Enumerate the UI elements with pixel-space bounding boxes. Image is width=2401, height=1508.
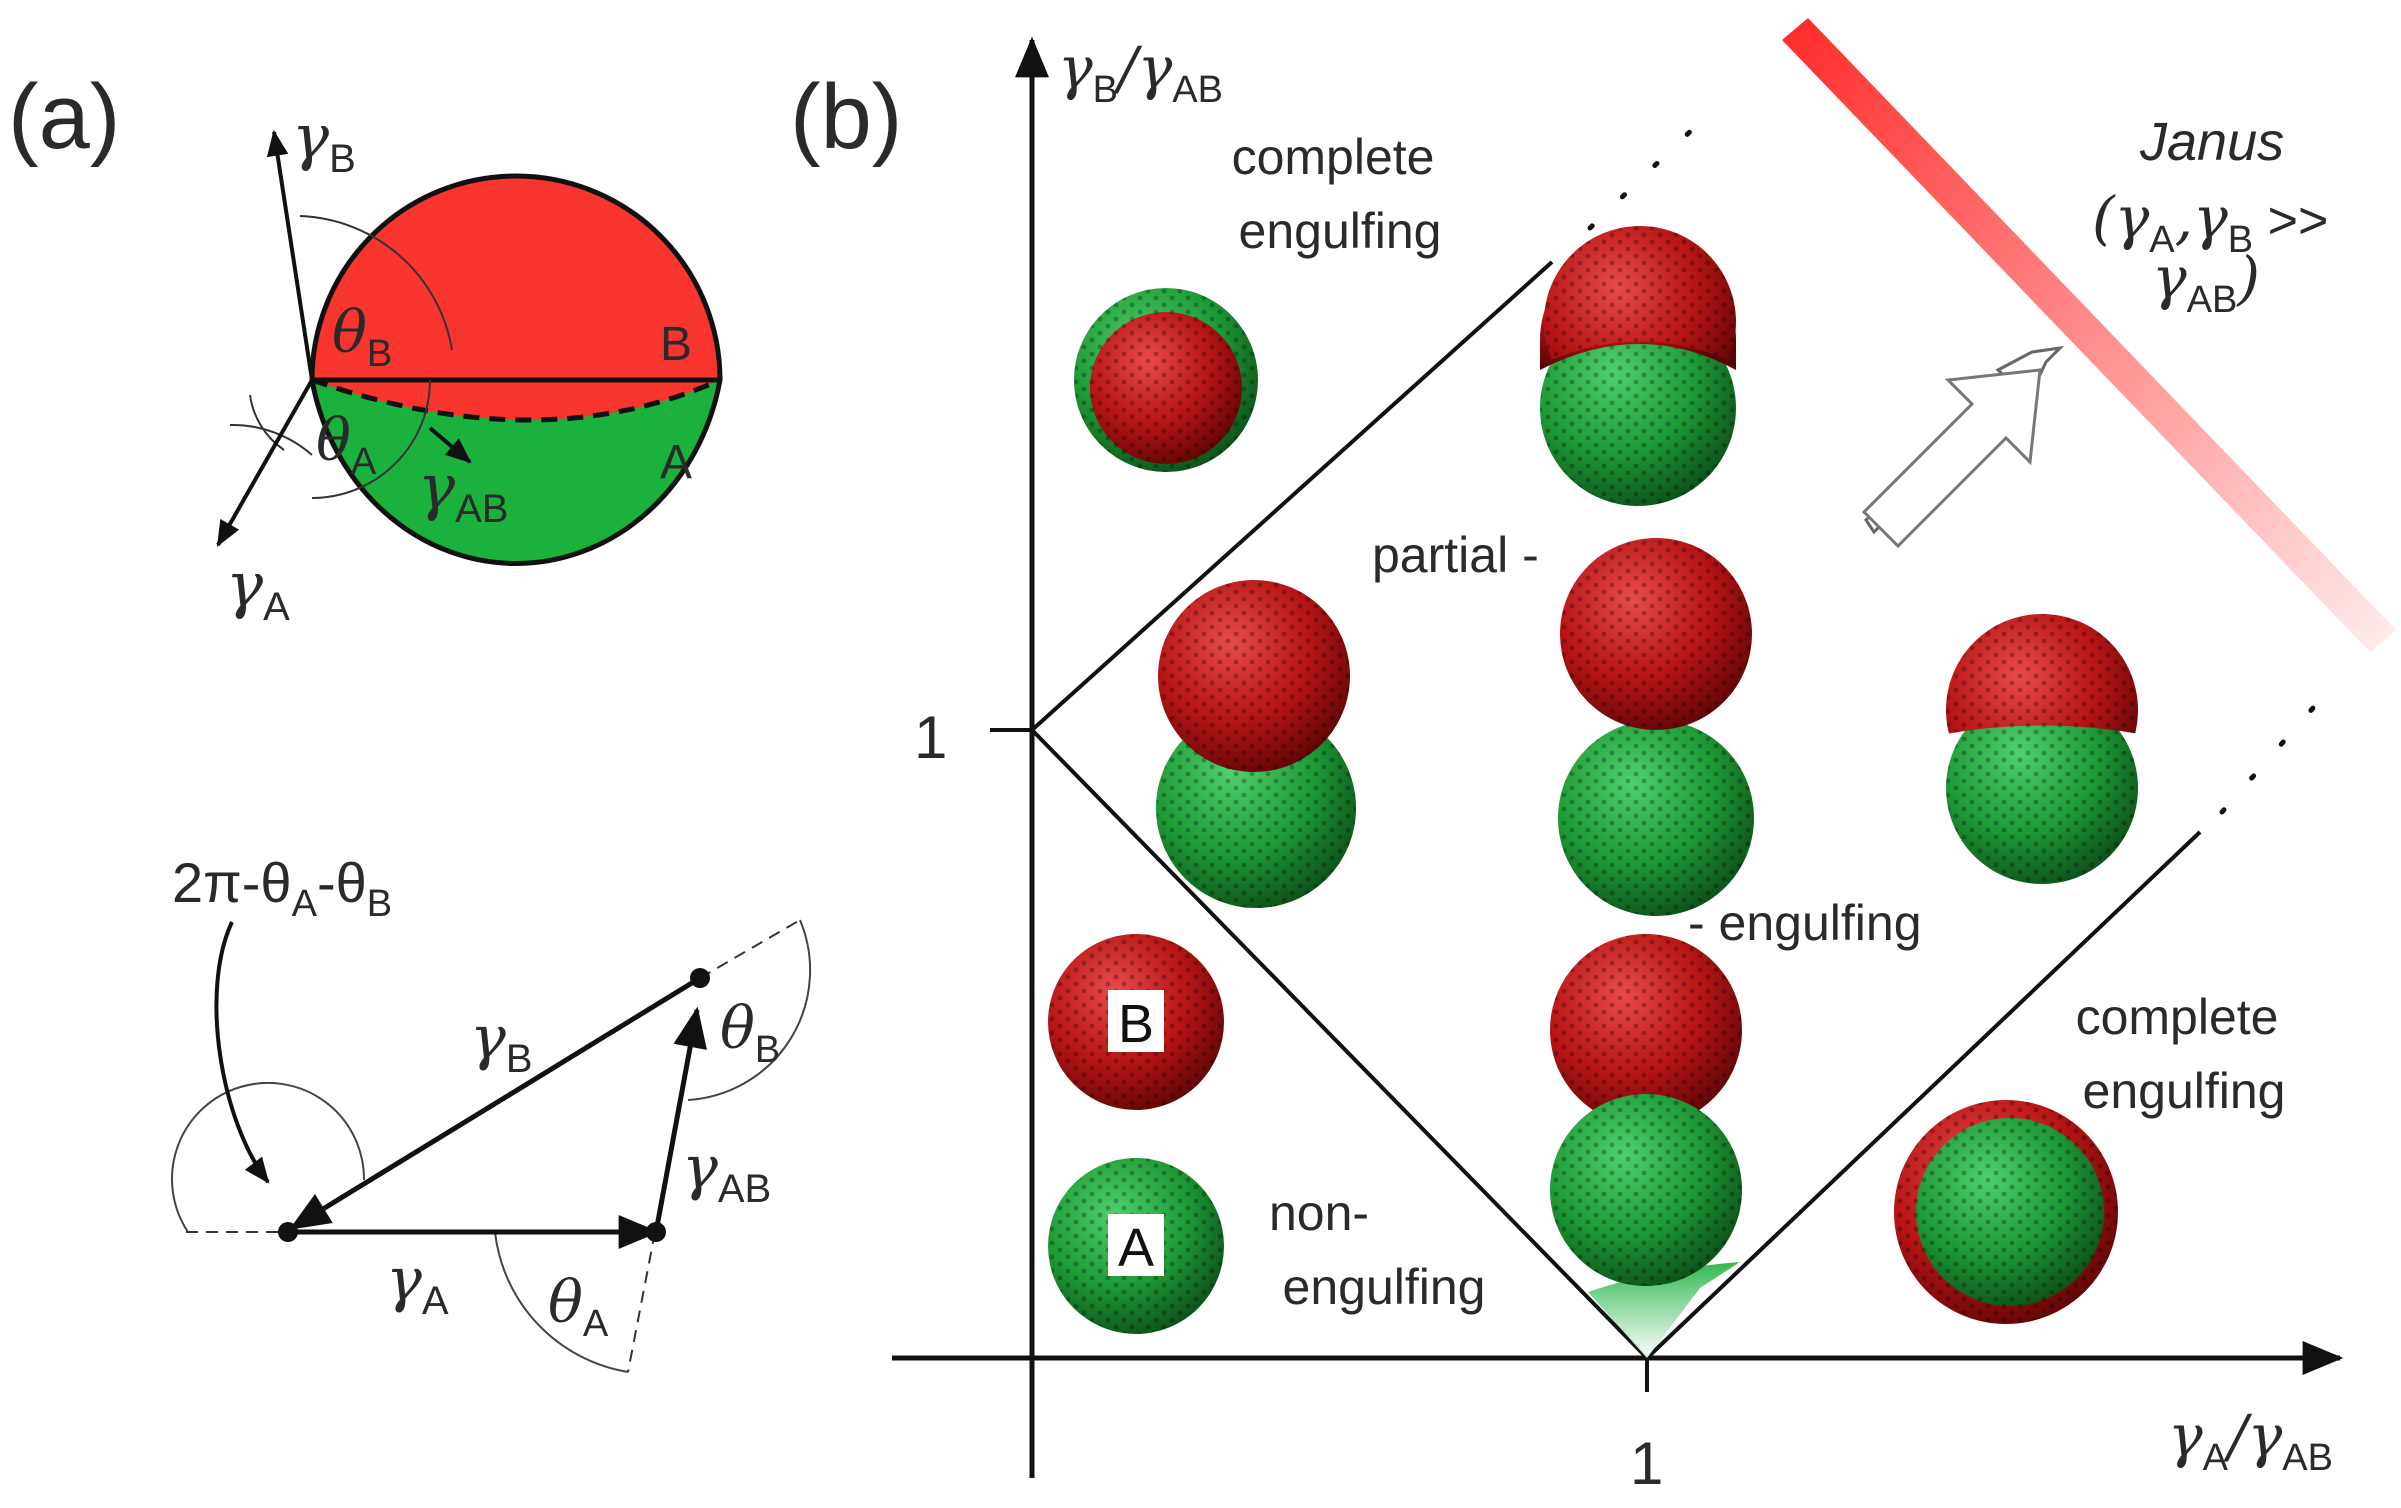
triangle-theta-a-label: θA [548, 1268, 609, 1345]
theta-a-arc-triangle [494, 1231, 629, 1373]
force-triangle: 2π-θA-θB γB γA γAB θB θA [171, 851, 812, 1373]
ab-interface-dashed [311, 377, 722, 423]
vertex-right [646, 1222, 666, 1242]
droplet [309, 173, 723, 566]
bead-partial-bottom-center [1550, 934, 1742, 1286]
drop-label-b: B [660, 318, 692, 371]
phase-b-region [312, 176, 720, 380]
bead-partial-mid-center [1558, 538, 1754, 916]
panel-a: (a) γB γA γAB θB θA B A [8, 66, 812, 1373]
janus-condition-line2: (γA,γB >> [2092, 184, 2328, 261]
gamma-ab-edge [653, 1006, 707, 1233]
origin-wedge [1588, 1262, 1740, 1358]
vertex-left [278, 1222, 298, 1242]
bead-partial-top-center [1540, 226, 1736, 506]
janus-label: Janus (γA,γB >> γAB) [2092, 112, 2328, 321]
y-axis-label: γB/γAB [1058, 34, 1223, 111]
panel-b: (b) γB/γAB γA/γAB 1 1 Janus (γA,γB >> γA… [790, 18, 2396, 1497]
label-partial-top: partial - [1372, 527, 1539, 583]
legend-label-b: B [1118, 994, 1154, 1054]
theta-a-arc [229, 423, 313, 456]
triangle-gamma-a-label: γA [386, 1245, 449, 1323]
drop-label-a: A [660, 436, 692, 489]
legend-bead-a: A [1048, 1158, 1224, 1334]
label-complete-engulfing-right: complete engulfing [2076, 989, 2293, 1119]
janus-title: Janus [2139, 112, 2284, 172]
theta-b-arc [299, 215, 453, 351]
y-tick-label: 1 [914, 704, 947, 771]
label-complete-engulfing-top: complete engulfing [1232, 129, 1449, 259]
boundary-upper-dots [1587, 119, 1703, 231]
gamma-a-label: γA [226, 548, 290, 629]
x-tick-label: 1 [1630, 1430, 1663, 1497]
bead-complete-engulfing-right [1894, 1100, 2118, 1324]
phase-a-region [312, 380, 720, 564]
boundary-lower-right [1645, 830, 2202, 1360]
boundary-lower-left [1030, 728, 1649, 1360]
bead-partial-mid-left [1156, 580, 1356, 908]
theta-b-arc-right [311, 379, 431, 499]
boundary-right-dots [2219, 697, 2323, 815]
triangle-gamma-b-label: γB [470, 1003, 533, 1081]
boundary-upper-left [1030, 260, 1554, 732]
janus-arrow-shape [1861, 368, 2042, 549]
theta-a-arc-inner [249, 394, 285, 451]
label-non-engulfing: non- engulfing [1269, 1185, 1485, 1315]
label-partial-bottom: - engulfing [1688, 895, 1922, 951]
legend-bead-b: B [1048, 934, 1224, 1110]
vertex-top [690, 968, 710, 988]
angle-arc-left [171, 1081, 366, 1233]
janus-bar [1782, 18, 2396, 652]
triangle-gamma-ab-label: γAB [682, 1133, 771, 1211]
x-axis-label: γA/γAB [2168, 1402, 2333, 1479]
theta-b-arc-triangle [687, 919, 812, 1101]
janus-condition-line3: γAB) [2152, 244, 2260, 321]
triangle-theta-b-label: θB [720, 994, 780, 1071]
dashed-extension-top [699, 919, 801, 979]
triangle-angle-label: 2π-θA-θB [172, 851, 392, 925]
phase-b-bulge [312, 380, 720, 420]
theta-a-label: θA [316, 406, 377, 483]
bead-complete-engulfing-top [1074, 288, 1258, 472]
gamma-b-edge [289, 975, 702, 1231]
gamma-ab-vector [428, 426, 472, 464]
dashed-extension-bottom [627, 1231, 656, 1373]
panel-b-label: (b) [790, 66, 902, 168]
panel-a-label: (a) [8, 66, 120, 168]
gamma-b-label: γB [292, 100, 356, 181]
gamma-b-vector [266, 129, 314, 381]
curved-pointer-arrow [214, 921, 270, 1184]
bead-partial-mid-right [1946, 614, 2138, 884]
droplet-outline [309, 173, 723, 566]
legend-label-a: A [1118, 1218, 1154, 1278]
gamma-a-vector [216, 379, 314, 547]
gamma-ab-label: γAB [418, 450, 508, 531]
theta-b-label: θB [332, 298, 392, 375]
